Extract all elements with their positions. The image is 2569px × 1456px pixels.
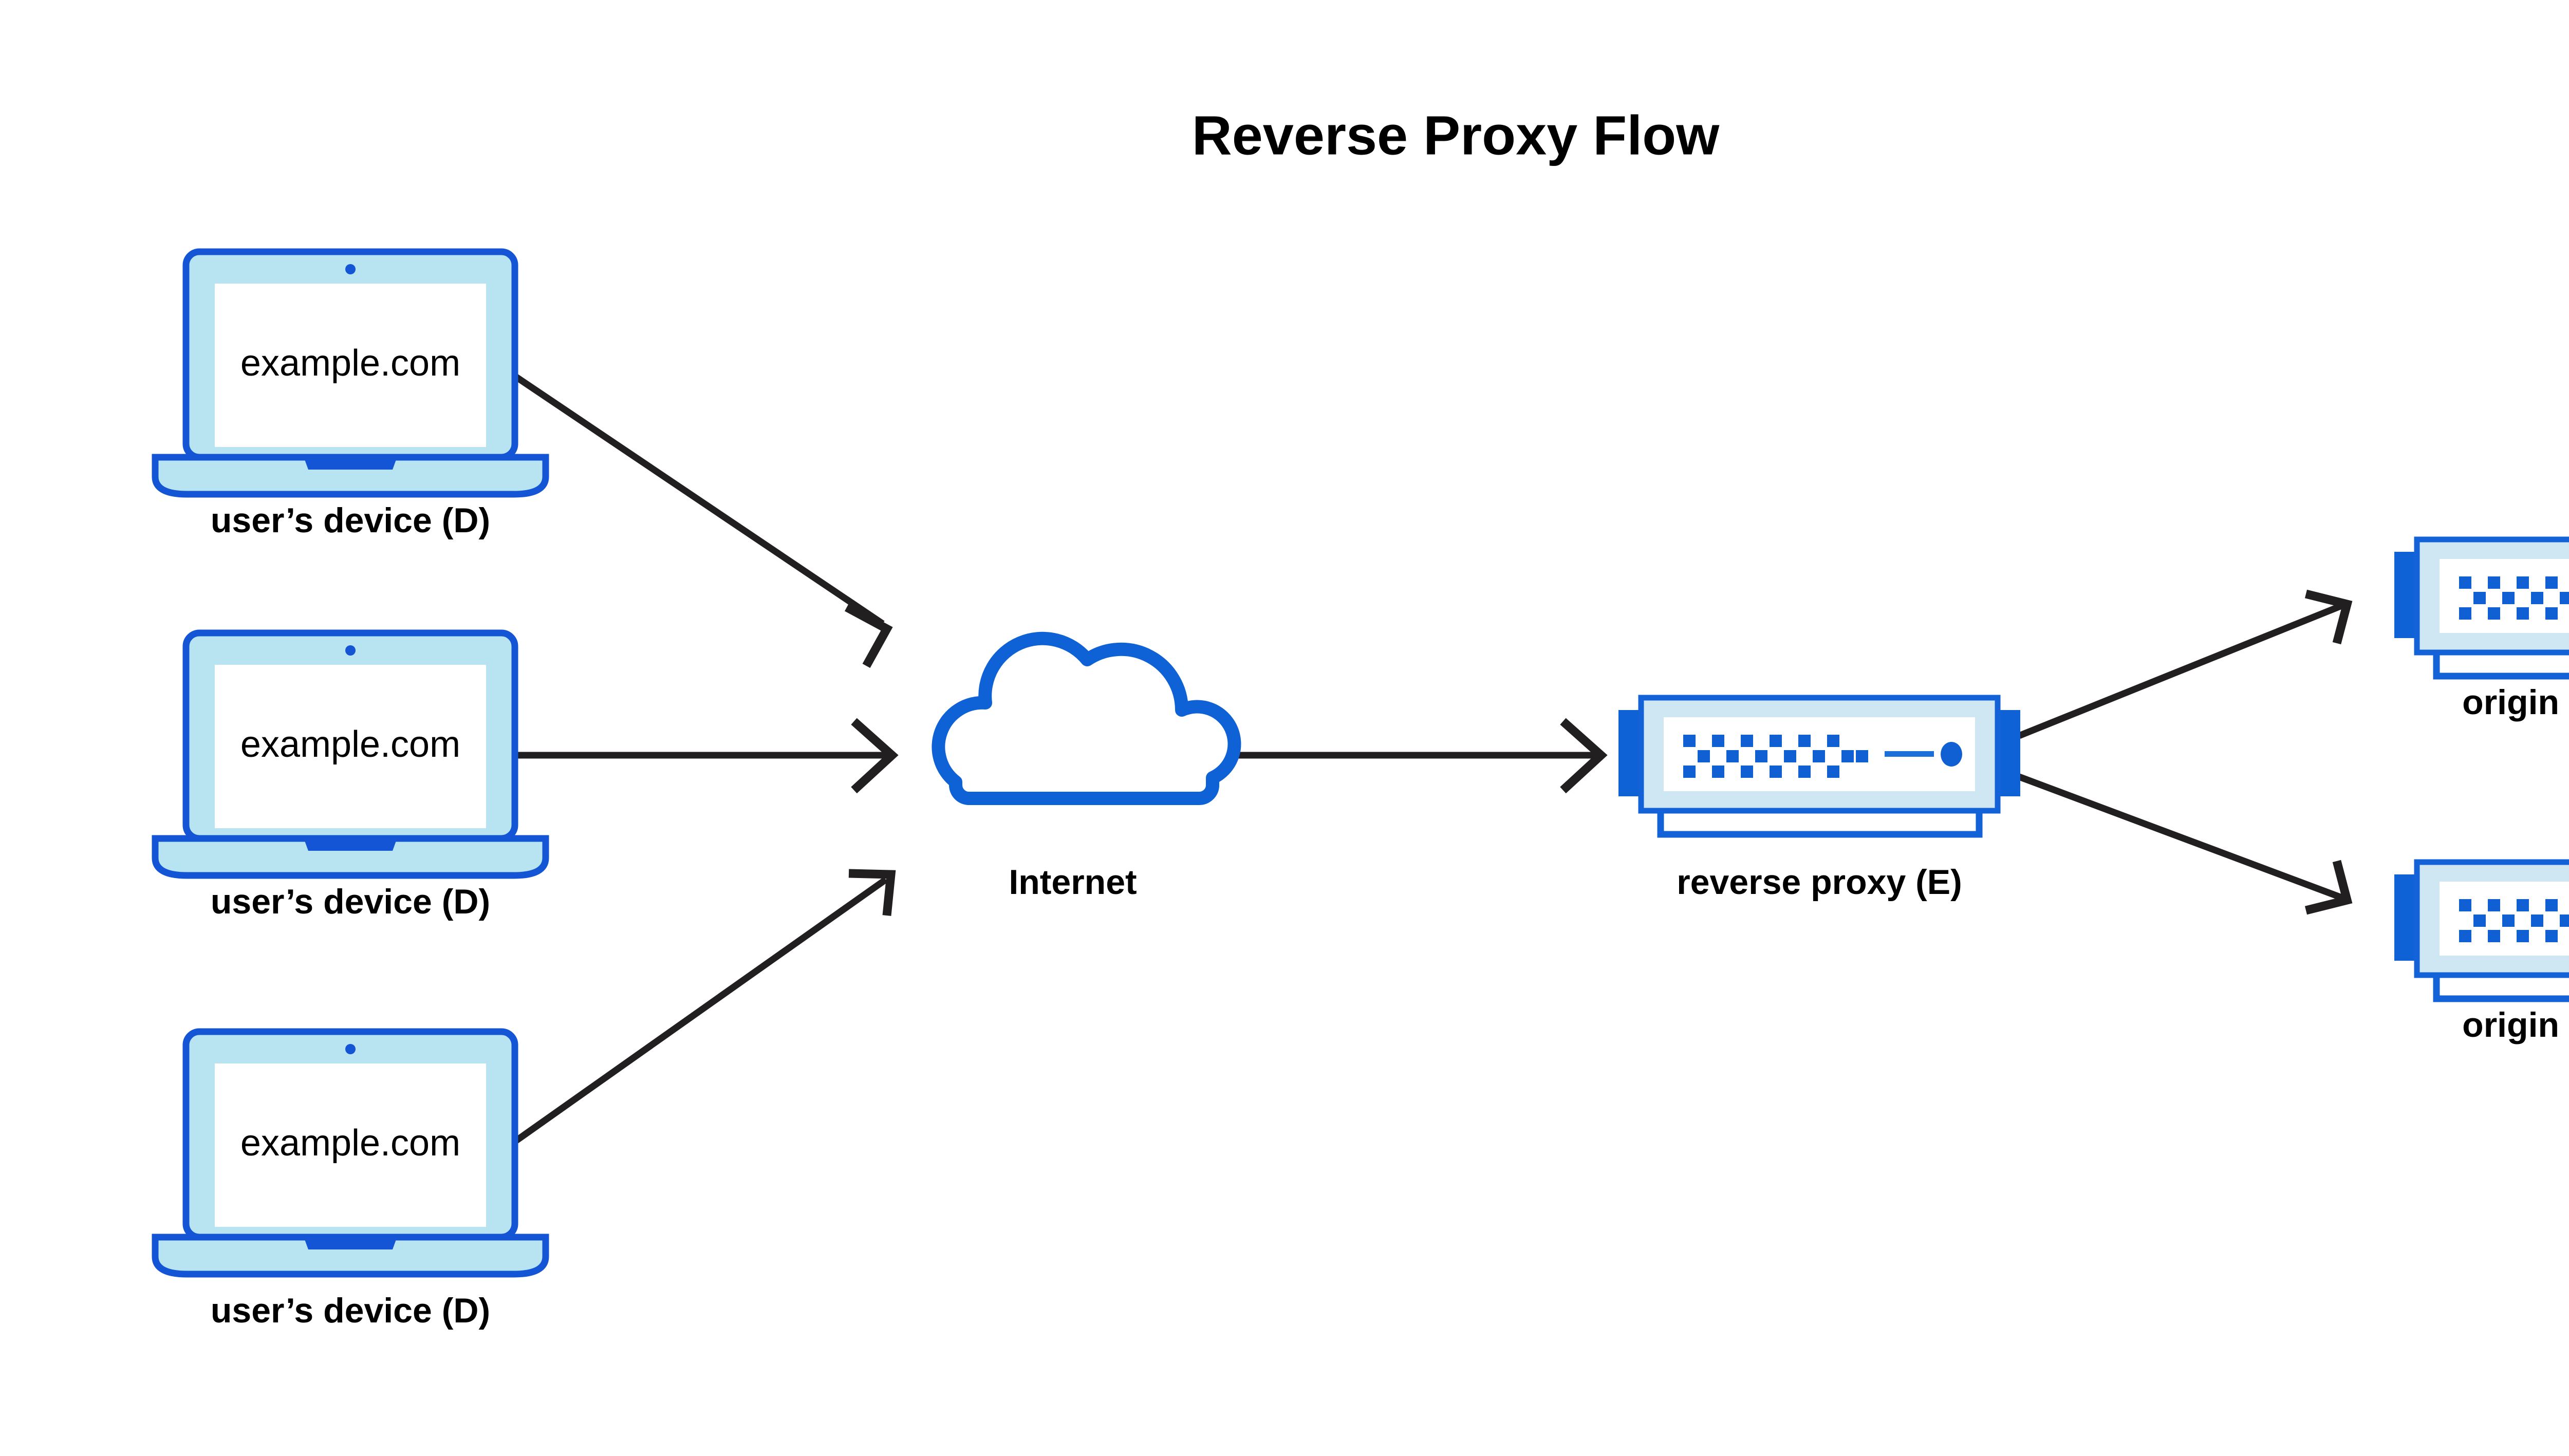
node-origin-top[interactable]: origin server (F) (2394, 539, 2569, 722)
client-middle-label: user’s device (D) (211, 882, 490, 921)
flow-client-middle-to-internet (515, 718, 899, 794)
server-icon (2394, 539, 2569, 676)
client-top-label: user’s device (D) (211, 501, 490, 540)
server-icon (1618, 698, 2020, 834)
internet-label: Internet (1009, 863, 1137, 902)
node-reverse-proxy[interactable]: reverse proxy (E) (1618, 698, 2020, 902)
server-icon (2394, 862, 2569, 999)
node-client-bottom[interactable]: example.com user’s device (D) (155, 1032, 546, 1330)
client-top-screen-text: example.com (240, 343, 460, 384)
flow-client-bottom-to-internet (513, 869, 896, 1145)
flow-reverse-proxy-to-origin-bottom (2018, 773, 2353, 915)
flow-reverse-proxy-to-origin-top (2018, 589, 2353, 739)
node-client-top[interactable]: example.com user’s device (D) (155, 252, 546, 540)
node-origin-bottom[interactable]: origin server (F) (2394, 862, 2569, 1044)
flow-client-top-to-internet (513, 373, 893, 668)
cloud-icon (938, 639, 1234, 798)
client-middle-screen-text: example.com (240, 724, 460, 765)
client-bottom-screen-text: example.com (240, 1123, 460, 1164)
reverse-proxy-label: reverse proxy (E) (1677, 863, 1962, 902)
client-bottom-label: user’s device (D) (211, 1291, 490, 1330)
node-client-middle[interactable]: example.com user’s device (D) (155, 633, 546, 921)
flow-connectors (513, 373, 2353, 1145)
origin-bottom-label: origin server (F) (2462, 1005, 2569, 1044)
origin-top-label: origin server (F) (2462, 683, 2569, 722)
page-title: Reverse Proxy Flow (1192, 104, 1720, 166)
flow-internet-to-reverse-proxy (1232, 718, 1608, 794)
node-internet[interactable]: Internet (938, 639, 1234, 902)
